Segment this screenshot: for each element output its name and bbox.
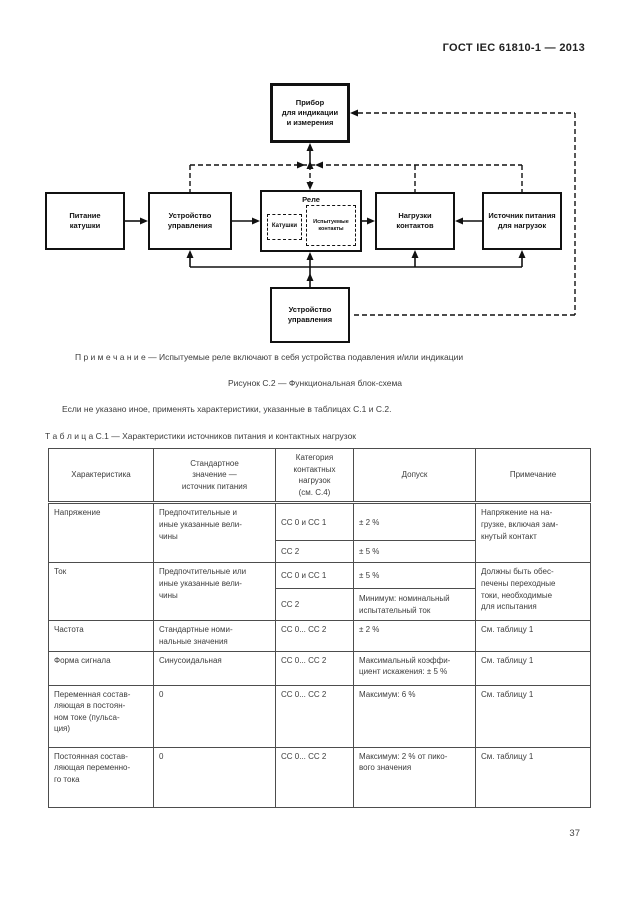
cell-characteristic: Переменная состав- ляющая в постоян- ном… (48, 684, 154, 748)
cell-tolerance: Максимум: 2 % от пико- вого значения (353, 746, 476, 808)
cell-standard-value: 0 (153, 746, 276, 808)
table-row: Форма сигнала Синусоидальная СС 0... СС … (48, 650, 591, 686)
cell-note: См. таблицу 1 (475, 746, 591, 808)
node-label: Устройство управления (287, 305, 333, 324)
cell-category: СС 2 (275, 540, 354, 564)
node-relay-test-contacts: Испытуемые контакты (306, 205, 356, 246)
cell-standard-value: Предпочтительные или иные указанные вели… (153, 562, 276, 622)
table-c1-wrapper: Характеристика Стандартное значение — ис… (48, 447, 591, 808)
table-c1: Характеристика Стандартное значение — ис… (48, 447, 591, 808)
node-label: Нагрузки контактов (396, 211, 434, 230)
cell-category: СС 0 и СС 1 (275, 562, 354, 590)
node-control-device-bottom: Устройство управления (270, 287, 350, 343)
cell-note: См. таблицу 1 (475, 684, 591, 748)
cell-note: Должны быть обес- печены переходные токи… (475, 562, 591, 622)
cell-tolerance: Максимум: 6 % (353, 684, 476, 748)
cell-category: СС 0... СС 2 (275, 650, 354, 686)
node-relay: Реле Катушки Испытуемые контакты (260, 190, 362, 252)
cell-standard-value: Предпочтительные и иные указанные вели- … (153, 502, 276, 564)
cell-category: СС 2 (275, 588, 354, 622)
node-label: Источник питания для нагрузок (488, 211, 556, 230)
cell-characteristic: Постоянная состав- ляющая переменно- го … (48, 746, 154, 808)
cell-characteristic: Напряжение (48, 502, 154, 564)
cell-category: СС 0... СС 2 (275, 620, 354, 652)
cell-note: См. таблицу 1 (475, 620, 591, 652)
table-row: Напряжение Предпочтительные и иные указа… (48, 502, 591, 564)
node-relay-coils: Катушки (267, 214, 302, 240)
node-label: Устройство управления (167, 211, 213, 230)
cell-tolerance: ± 2 % (353, 502, 476, 542)
node-label: Прибор для индикации и измерения (281, 98, 339, 127)
page-number: 37 (569, 828, 580, 839)
cell-tolerance: Минимум: номинальный испытательный ток (353, 588, 476, 622)
col-header-characteristic: Характеристика (48, 447, 154, 505)
cell-tolerance: ± 5 % (353, 562, 476, 590)
figure-caption: Рисунок С.2 — Функциональная блок-схема (227, 378, 403, 388)
cell-standard-value: Синусоидальная (153, 650, 276, 686)
cell-tolerance: ± 5 % (353, 540, 476, 564)
table-row: Частота Стандартные номи- нальные значен… (48, 620, 591, 652)
node-label: Испытуемые контакты (313, 218, 349, 232)
cell-note: Напряжение на на- грузке, включая зам- к… (475, 502, 591, 564)
cell-standard-value: Стандартные номи- нальные значения (153, 620, 276, 652)
cell-standard-value: 0 (153, 684, 276, 748)
cell-tolerance: ± 2 % (353, 620, 476, 652)
table-row: СС 2 Минимум: номинальный испытательный … (49, 588, 591, 622)
table-row: Постоянная состав- ляющая переменно- го … (48, 746, 591, 808)
table-row: Ток Предпочтительные или иные указанные … (48, 562, 591, 622)
functional-block-diagram: Прибор для индикации и измерения Питание… (40, 75, 590, 350)
node-contact-loads: Нагрузки контактов (375, 192, 455, 250)
table-body: Напряжение Предпочтительные и иные указа… (48, 502, 591, 808)
node-load-supply: Источник питания для нагрузок (482, 192, 562, 250)
cell-category: СС 0 и СС 1 (275, 502, 354, 542)
cell-characteristic: Частота (48, 620, 154, 652)
diagram-connectors (125, 109, 576, 316)
col-header-load-category: Категория контактных нагрузок (см. С.4) (275, 447, 354, 505)
document-header: ГОСТ IEC 61810-1 — 2013 (442, 42, 585, 54)
table-row: Переменная состав- ляющая в постоян- ном… (48, 684, 591, 748)
cell-characteristic: Форма сигнала (48, 650, 154, 686)
node-coil-supply: Питание катушки (45, 192, 125, 250)
table-header-row: Характеристика Стандартное значение — ис… (48, 447, 591, 505)
node-indicator-device: Прибор для индикации и измерения (270, 83, 350, 143)
node-control-device-top: Устройство управления (148, 192, 232, 250)
node-label: Реле (302, 195, 320, 204)
node-label: Питание катушки (69, 211, 101, 230)
col-header-note: Примечание (475, 447, 591, 505)
cell-characteristic: Ток (48, 562, 154, 622)
table-title: Т а б л и ц а С.1 — Характеристики источ… (45, 431, 357, 441)
col-header-tolerance: Допуск (353, 447, 476, 505)
note-text: П р и м е ч а н и е — Испытуемые реле вк… (75, 352, 464, 362)
cell-category: СС 0... СС 2 (275, 684, 354, 748)
arrowheads (140, 109, 526, 281)
cell-note: См. таблицу 1 (475, 650, 591, 686)
col-header-standard-value: Стандартное значение — источник питания (153, 447, 276, 505)
body-paragraph: Если не указано иное, применять характер… (62, 404, 392, 414)
table-header: Характеристика Стандартное значение — ис… (48, 447, 591, 505)
node-label: Катушки (271, 223, 298, 230)
cell-category: СС 0... СС 2 (275, 746, 354, 808)
cell-tolerance: Максимальный коэффи- циент искажения: ± … (353, 650, 476, 686)
